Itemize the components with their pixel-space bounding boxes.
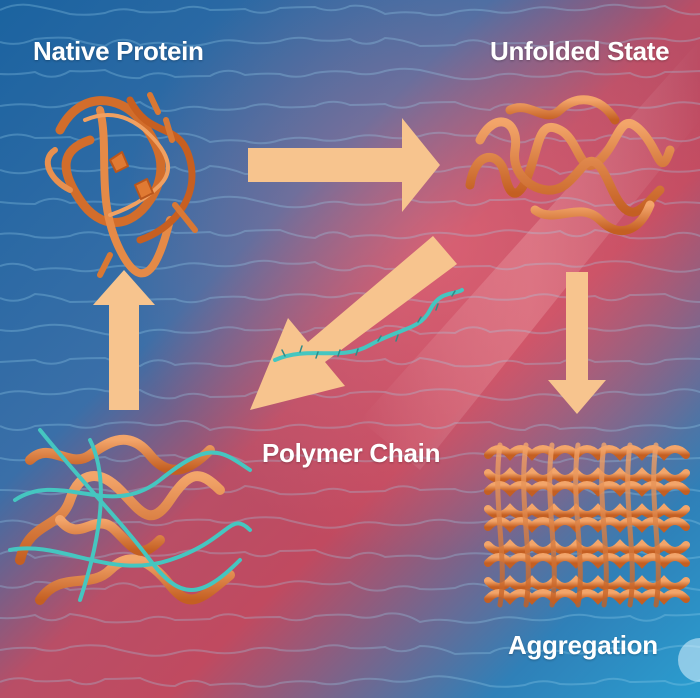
native-protein-structure <box>44 92 198 278</box>
arrow-polymer-to-native <box>93 270 155 410</box>
native-protein-label: Native Protein <box>33 36 204 66</box>
polymer-chain-label: Polymer Chain <box>262 438 441 468</box>
unfolded-state-structure <box>465 95 675 236</box>
aggregation-label: Aggregation <box>508 630 658 660</box>
unfolded-state-label: Unfolded State <box>490 36 670 66</box>
arrow-unfolded-to-aggregation <box>548 272 606 414</box>
bubble-icon <box>678 638 700 682</box>
protein-polymer-complex <box>8 428 252 605</box>
arrow-unfolded-to-polymer <box>250 236 457 410</box>
arrow-native-to-unfolded <box>248 118 440 212</box>
polymer-chain-strand <box>273 288 464 362</box>
aggregation-structure <box>484 442 690 608</box>
